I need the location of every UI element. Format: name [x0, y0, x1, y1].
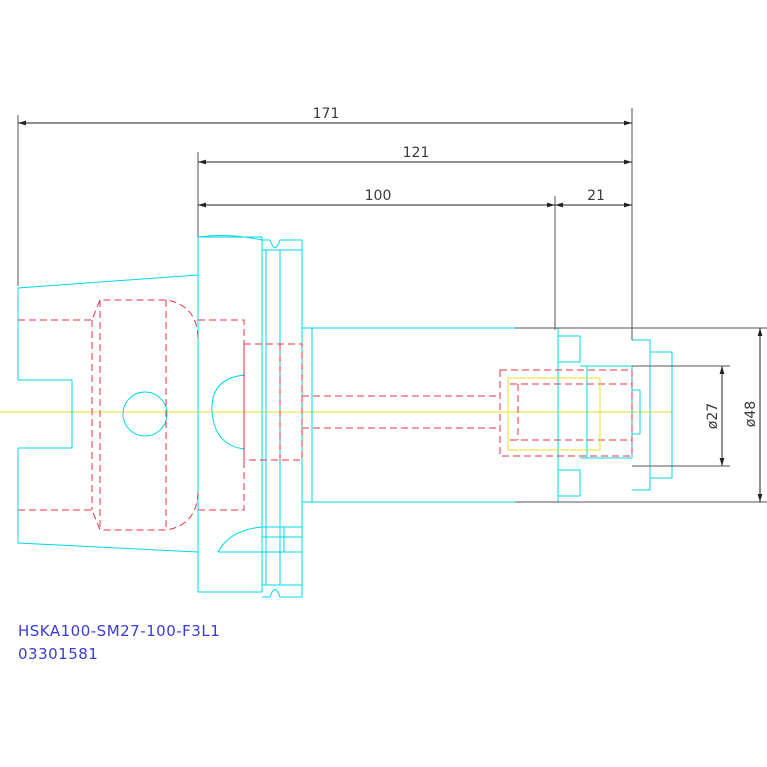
hidden-lines — [18, 299, 633, 531]
order-number: 03301581 — [18, 645, 99, 663]
dim-label-d48: ø48 — [743, 401, 759, 427]
dimensions: 171 121 100 21 ø27 ø48 — [17, 106, 767, 503]
dim-label-21: 21 — [587, 188, 605, 204]
part-number: HSKA100-SM27-100-F3L1 — [18, 622, 221, 640]
holder-outline — [17, 235, 673, 598]
dim-label-d27: ø27 — [705, 403, 721, 429]
dim-label-171: 171 — [313, 106, 340, 122]
dim-label-121: 121 — [403, 145, 430, 161]
dim-label-100: 100 — [365, 188, 392, 204]
insert-outline — [507, 377, 601, 451]
